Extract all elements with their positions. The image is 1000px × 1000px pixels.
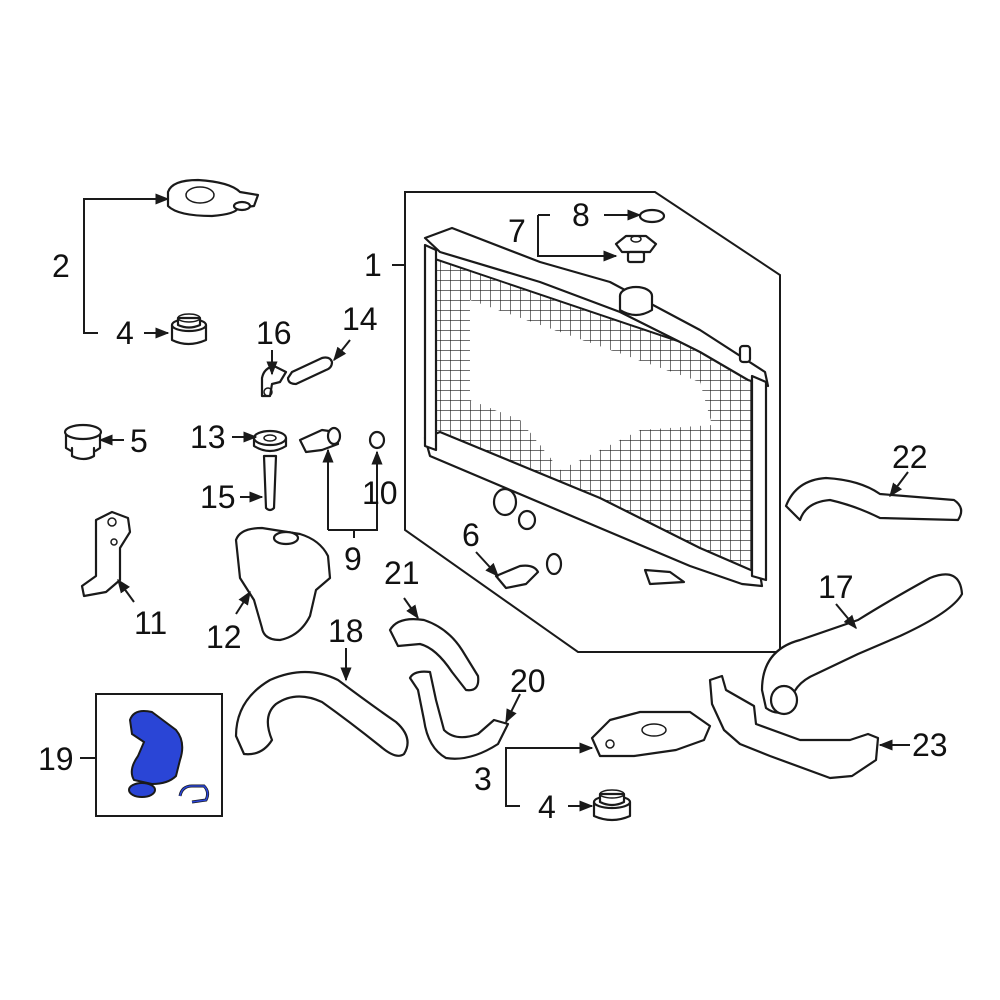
callout-2: 2 xyxy=(52,248,70,284)
part-5-mount xyxy=(63,423,103,461)
callout-19: 19 xyxy=(38,741,74,777)
callout-labels: 1 2 4 5 7 8 16 14 13 15 10 9 11 12 6 21 … xyxy=(38,197,948,825)
part-2-radiator-bracket xyxy=(166,178,260,218)
part-14-overflow-hose xyxy=(286,356,334,386)
part-19-group xyxy=(95,693,223,817)
part-11-bracket xyxy=(80,510,132,598)
part-22-hose xyxy=(784,476,963,522)
callout-9: 9 xyxy=(344,541,362,577)
callout-18: 18 xyxy=(328,613,364,649)
part-13-reservoir-cap xyxy=(252,429,288,453)
callout-8: 8 xyxy=(572,197,590,233)
callout-20: 20 xyxy=(510,663,546,699)
callout-23: 23 xyxy=(912,727,948,763)
radiator-lower-outlet-2 xyxy=(517,509,537,531)
part-20-hose xyxy=(408,670,510,760)
callout-14: 14 xyxy=(342,301,378,337)
radiator-top-tank xyxy=(423,226,770,388)
part-4-grommet-lower xyxy=(592,789,632,822)
part-4-grommet-upper xyxy=(170,313,208,346)
part-17-hose-end xyxy=(769,684,799,716)
part-23-water-pipe xyxy=(708,674,880,780)
part-6-drain-cock xyxy=(494,552,563,590)
callout-4-lower: 4 xyxy=(538,789,556,825)
callout-22: 22 xyxy=(892,439,928,475)
part-10-o-ring xyxy=(368,430,386,450)
leader-lines xyxy=(80,193,910,812)
part-18-lower-hose xyxy=(234,670,409,757)
callout-17: 17 xyxy=(818,569,854,605)
callout-11: 11 xyxy=(134,605,167,641)
part-21-hose xyxy=(388,618,480,692)
callout-3: 3 xyxy=(474,761,492,797)
callout-7: 7 xyxy=(508,213,526,249)
part-9-drain-plug xyxy=(298,426,342,454)
part-7-radiator-cap xyxy=(614,234,658,264)
part-15-tube xyxy=(262,454,278,512)
callout-12: 12 xyxy=(206,619,242,655)
radiator-bottom-bracket xyxy=(643,568,686,586)
part-16-clamp xyxy=(260,364,288,398)
callout-15: 15 xyxy=(200,479,236,515)
callout-5: 5 xyxy=(130,423,148,459)
radiator-bottom-tank xyxy=(423,430,764,588)
part-12-reservoir-tank xyxy=(234,526,332,642)
part-8-o-ring xyxy=(638,208,666,224)
callout-13: 13 xyxy=(190,419,226,455)
radiator-lower-outlet xyxy=(492,487,518,517)
radiator-core-glare xyxy=(470,300,712,470)
callout-10: 10 xyxy=(362,475,398,511)
radiator-top-pin xyxy=(738,344,752,364)
part-19-o-ring xyxy=(128,782,156,798)
callout-4-upper: 4 xyxy=(116,315,134,351)
callout-1: 1 xyxy=(364,247,382,283)
radiator-filler-neck-body xyxy=(618,294,654,317)
callout-21: 21 xyxy=(384,555,420,591)
radiator-side-rail-right xyxy=(750,374,768,582)
part-19-elbow-hose xyxy=(128,710,184,786)
part-3-lower-bracket xyxy=(590,710,712,758)
callout-16: 16 xyxy=(256,315,292,351)
radiator-side-rail-left xyxy=(423,243,438,452)
callout-6: 6 xyxy=(462,517,480,553)
radiator-assembly xyxy=(404,191,781,653)
